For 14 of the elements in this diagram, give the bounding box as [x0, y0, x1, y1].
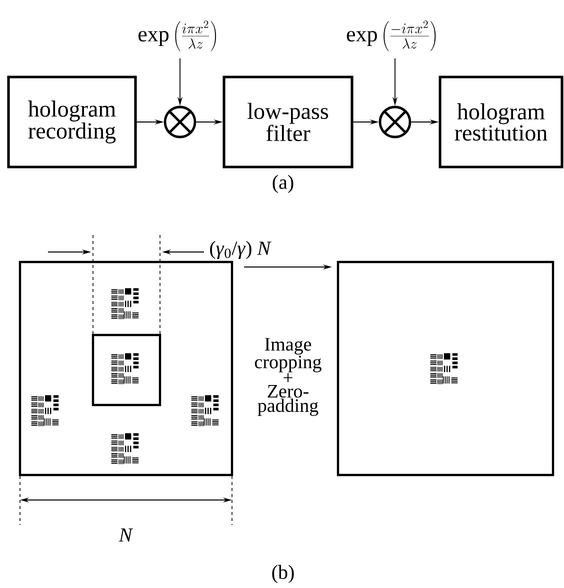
crop-frame: [92, 334, 162, 406]
formula-label: $\exp\left(\frac{-i\pi x^2}{\lambda z}\right)$: [346, 20, 436, 52]
caption-label: (b): [272, 564, 294, 584]
caption-label: N: [118, 528, 134, 542]
image-frame: [336, 260, 554, 476]
process-box: hologram recording: [7, 76, 137, 168]
multiplier-symbol: [164, 106, 196, 138]
edge-label: Image cropping + Zero-padding: [254, 338, 322, 416]
process-box: low-pass filter: [222, 76, 354, 168]
process-box: hologram restitution: [438, 76, 564, 168]
image-frame: [18, 260, 234, 476]
caption-label: (γ$_{0}$/γ) N: [210, 240, 272, 260]
formula-label: $\exp\left(\frac{i\pi x^2}{\lambda z}\right)$: [138, 20, 216, 52]
multiplier-symbol: [378, 106, 412, 138]
